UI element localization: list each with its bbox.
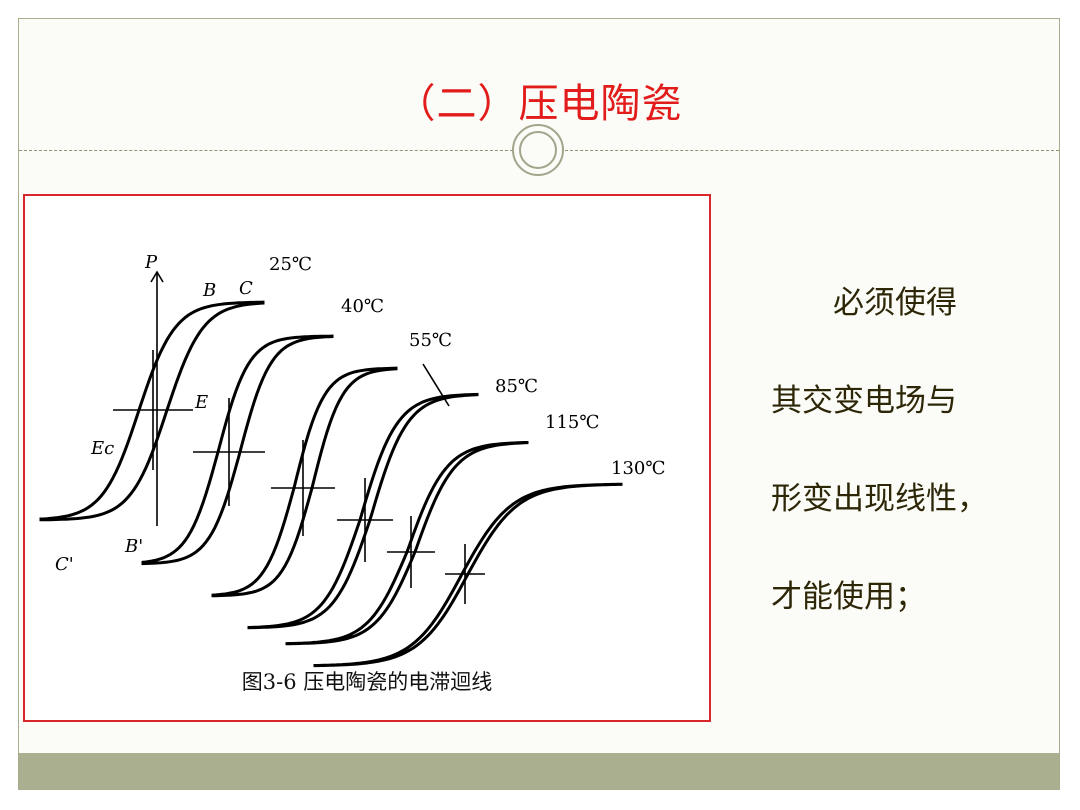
hysteresis-loop xyxy=(39,300,265,522)
hysteresis-loop xyxy=(211,366,398,598)
loop-temp-label: 130℃ xyxy=(611,458,666,479)
divider-ornament-icon xyxy=(512,124,564,176)
loop-temp-label: 85℃ xyxy=(495,376,538,397)
hysteresis-loop xyxy=(313,482,623,668)
label-pointer xyxy=(422,363,450,407)
divider-ornament-inner xyxy=(519,131,557,169)
body-line-4: 才能使用； xyxy=(771,579,926,615)
body-line-1: 必须使得 xyxy=(833,285,957,321)
hysteresis-loop xyxy=(285,441,529,646)
loop-temp-label: 55℃ xyxy=(409,330,452,351)
axis-label-b: B xyxy=(202,280,216,301)
hysteresis-diagram: 25℃ 40℃ 55℃ 85℃ 115℃ 130℃ P B C E EcB' C' xyxy=(39,252,666,668)
p-axis-arrow-icon xyxy=(150,270,164,283)
footer-bar xyxy=(19,753,1059,789)
axis-label-p: P xyxy=(144,252,158,273)
loop-temp-label: 25℃ xyxy=(269,254,312,275)
loop-temp-label: 115℃ xyxy=(545,412,600,433)
body-line-3: 形变出现线性， xyxy=(771,481,988,517)
body-line-2: 其交变电场与 xyxy=(771,383,957,419)
loop-temp-label: 40℃ xyxy=(341,296,384,317)
hysteresis-loop xyxy=(141,334,334,566)
slide-title: （二）压电陶瓷 xyxy=(395,81,683,127)
axis-label-c: C xyxy=(239,278,253,299)
axis-label-e: E xyxy=(194,392,208,413)
figure-caption: 图3-6 压电陶瓷的电滞迴线 xyxy=(241,670,493,694)
hysteresis-loop xyxy=(247,392,479,630)
axis-label-c-prime: C' xyxy=(55,554,74,575)
axis-label-b-prime: B' xyxy=(124,536,143,557)
axis-label-ec: Ec xyxy=(90,438,114,459)
